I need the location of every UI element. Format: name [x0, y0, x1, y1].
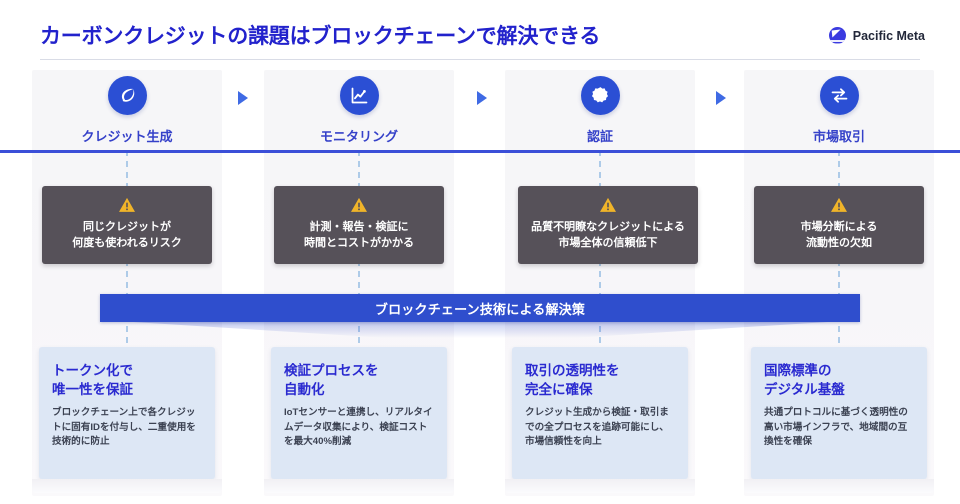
- problem-card: 市場分断による 流動性の欠如: [754, 186, 924, 264]
- warning-triangle-icon: [119, 197, 135, 212]
- warning-triangle-icon: [831, 197, 847, 212]
- solution-banner: ブロックチェーン技術による解決策: [100, 294, 860, 338]
- solution-card: 検証プロセスを 自動化 IoTセンサーと連携し、リアルタイムデータ収集により、検…: [271, 347, 447, 479]
- column-base-4: [744, 479, 934, 493]
- step-certification[interactable]: 認証: [505, 76, 695, 150]
- column-connector-1: [126, 150, 128, 410]
- certificate-badge-icon: [580, 76, 620, 115]
- column-connector-2: [358, 150, 360, 410]
- page-title: カーボンクレジットの課題はブロックチェーンで解決できる: [40, 25, 601, 48]
- banner-text: ブロックチェーン技術による解決策: [374, 301, 586, 317]
- solution-body: ブロックチェーン上で各クレジットに固有IDを付与し、二重使用を技術的に防止: [52, 407, 196, 448]
- column-base-2: [264, 479, 454, 493]
- solution-title: 国際標準の デジタル基盤: [764, 363, 845, 398]
- step-monitoring[interactable]: モニタリング: [264, 76, 454, 150]
- solution-card: 取引の透明性を 完全に確保 クレジット生成から検証・取引までの全プロセスを追跡可…: [512, 347, 688, 479]
- step-label: 認証: [586, 129, 613, 144]
- problem-card: 計測・報告・検証に 時間とコストがかかる: [274, 186, 444, 264]
- pacific-meta-logo-icon: [828, 27, 846, 44]
- solution-title: 取引の透明性を 完全に確保: [525, 363, 620, 398]
- solution-card: 国際標準の デジタル基盤 共通プロトコルに基づく透明性の高い市場インフラで、地域…: [751, 347, 927, 479]
- brand-name: Pacific Meta: [852, 28, 925, 43]
- solution-title: トークン化で 唯一性を保証: [52, 363, 133, 398]
- step-label: クレジット生成: [81, 129, 173, 144]
- solution-card: トークン化で 唯一性を保証 ブロックチェーン上で各クレジットに固有IDを付与し、…: [39, 347, 215, 479]
- solution-body: クレジット生成から検証・取引までの全プロセスを追跡可能にし、市場信頼性を向上: [525, 407, 669, 448]
- banner-shadow: [100, 320, 860, 338]
- chart-line-icon: [339, 76, 379, 115]
- problem-text: 計測・報告・検証に 時間とコストがかかる: [304, 221, 414, 249]
- step-credit-generation[interactable]: クレジット生成: [32, 76, 222, 150]
- column-base-3: [505, 479, 695, 493]
- solution-body: IoTセンサーと連携し、リアルタイムデータ収集により、検証コストを最大40%削減: [284, 407, 433, 448]
- diagram-stage: クレジット生成 モニタリング 認証 市場取引: [0, 62, 960, 504]
- column-connector-4: [838, 150, 840, 410]
- triangle-right-icon: [716, 91, 726, 105]
- solution-body: 共通プロトコルに基づく透明性の高い市場インフラで、地域間の互換性を確保: [764, 407, 908, 448]
- column-connector-3: [599, 150, 601, 410]
- header-divider: [40, 59, 920, 60]
- problem-card: 品質不明瞭なクレジットによる 市場全体の信頼低下: [518, 186, 698, 264]
- step-label: 市場取引: [812, 129, 865, 144]
- brand-lockup: Pacific Meta: [828, 27, 925, 44]
- leaf-icon: [107, 76, 147, 115]
- problem-text: 品質不明瞭なクレジットによる 市場全体の信頼低下: [531, 221, 685, 249]
- problem-card: 同じクレジットが 何度も使われるリスク: [42, 186, 212, 264]
- section-divider: [0, 150, 960, 153]
- banner-bar: ブロックチェーン技術による解決策: [100, 294, 860, 322]
- exchange-arrows-icon: [819, 76, 859, 115]
- warning-triangle-icon: [600, 197, 616, 212]
- column-base-1: [32, 479, 222, 493]
- problem-text: 同じクレジットが 何度も使われるリスク: [72, 221, 182, 249]
- step-label: モニタリング: [319, 129, 398, 144]
- solution-title: 検証プロセスを 自動化: [284, 363, 379, 398]
- warning-triangle-icon: [351, 197, 367, 212]
- triangle-right-icon: [477, 91, 487, 105]
- problem-text: 市場分断による 流動性の欠如: [800, 221, 878, 249]
- page-header: カーボンクレジットの課題はブロックチェーンで解決できる Pacific Meta: [0, 0, 960, 62]
- step-market-trading[interactable]: 市場取引: [744, 76, 934, 150]
- triangle-right-icon: [238, 91, 248, 105]
